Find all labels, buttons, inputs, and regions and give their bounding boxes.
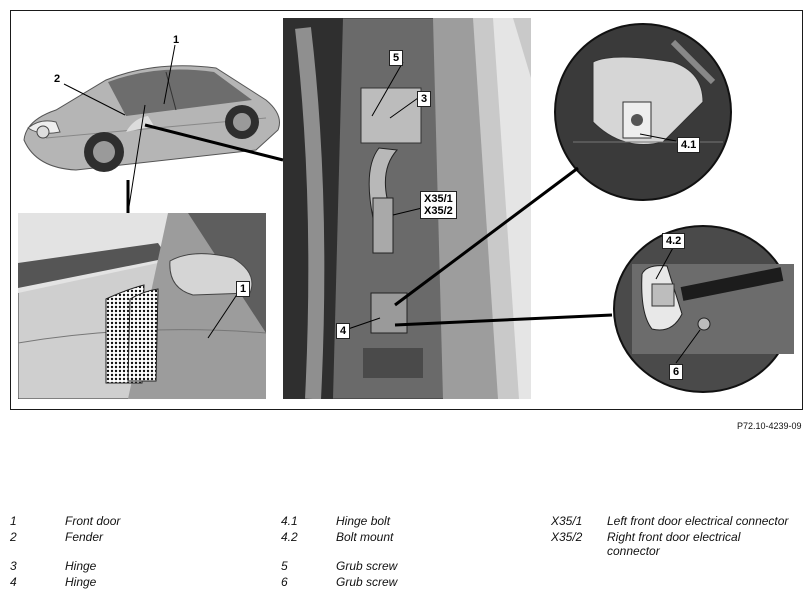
- callout-4-1: 4.1: [677, 137, 701, 153]
- callout-4-2: 4.2: [662, 233, 686, 249]
- hinge-bolt-detail-image: [554, 23, 732, 201]
- callout-2-car: 2: [54, 73, 61, 85]
- callout-x35-2: X35/2: [420, 204, 457, 219]
- mirror-detail-image: [18, 213, 266, 399]
- callout-3: 3: [417, 91, 432, 107]
- callout-x35-1: X35/1: [420, 191, 457, 206]
- callout-4: 4: [336, 323, 351, 339]
- callout-1-detail: 1: [236, 281, 251, 297]
- callout-6: 6: [669, 364, 684, 380]
- callout-1-car: 1: [173, 34, 180, 46]
- hinge-installed-image: [283, 18, 531, 399]
- bolt-mount-detail-image: [613, 225, 794, 393]
- callout-5: 5: [389, 50, 404, 66]
- figure-reference: P72.10-4239-09: [737, 421, 802, 431]
